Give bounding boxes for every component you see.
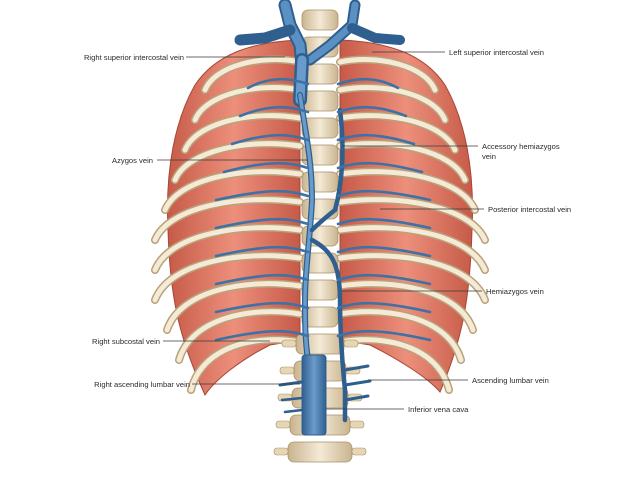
label-accessory-hemiazygos-line1: Accessory hemiazygos	[482, 142, 560, 151]
rib-left-2-highlight	[337, 85, 448, 123]
transverse-process-left-17	[351, 447, 367, 456]
posterior-intercostal-vein-left-2	[336, 105, 408, 118]
transverse-process-right-17	[273, 447, 289, 456]
posterior-intercostal-vein-right-1	[246, 77, 310, 90]
transverse-process-right-13	[281, 339, 297, 348]
posterior-intercostal-vein-left-9	[336, 301, 432, 314]
rib-left-4-highlight	[337, 141, 468, 183]
rib-right-8-highlight	[152, 253, 303, 303]
rib-left-1-highlight	[337, 57, 438, 93]
label-right-superior-intercostal-vein: Right superior intercostal vein	[84, 53, 184, 62]
posterior-intercostal-vein-right-6	[214, 217, 310, 230]
rib-left-7-highlight	[337, 225, 488, 273]
posterior-intercostal-vein-left-5	[336, 189, 432, 202]
transverse-process-left-16	[349, 420, 365, 429]
label-right-ascending-lumbar-vein: Right ascending lumbar vein	[94, 380, 190, 389]
label-hemiazygos-vein: Hemiazygos vein	[486, 287, 544, 296]
right-ascending-lumbar-vein	[278, 380, 304, 387]
posterior-intercostal-vein-left-4	[336, 161, 424, 174]
posterior-intercostal-vein-left-7	[336, 245, 432, 258]
vertebra-5	[301, 117, 339, 139]
inferior-vena-cava	[301, 354, 327, 436]
rib-right-2-highlight	[192, 85, 303, 123]
vertebra-4	[301, 90, 339, 112]
posterior-intercostal-vein-left-8	[336, 273, 432, 286]
label-left-superior-intercostal-vein: Left superior intercostal vein	[449, 48, 544, 57]
posterior-intercostal-vein-left-3	[336, 133, 416, 146]
rib-left-3-highlight	[337, 113, 458, 153]
hemiazygos-vein	[309, 237, 348, 423]
rib-right-4-highlight	[172, 141, 303, 183]
rib-right-5-highlight	[162, 169, 303, 213]
lumbar-branch-right	[280, 396, 304, 414]
rib-right-9-highlight	[164, 281, 303, 333]
vertebra-7	[301, 171, 339, 193]
ascending-lumbar-vein-left	[343, 364, 372, 402]
posterior-intercostal-vein-left-10	[336, 329, 432, 342]
left-brachiocephalic-vein-fill	[306, 1, 359, 64]
posterior-intercostal-vein-right-5	[214, 189, 310, 202]
rib-left-5-highlight	[337, 169, 478, 213]
ribs	[151, 55, 489, 394]
annotation-labels: Right superior intercostal vein Azygos v…	[84, 48, 571, 414]
posterior-intercostal-vein-left-1	[336, 77, 400, 90]
rib-left-9-highlight	[337, 281, 476, 333]
rib-left-8-highlight	[337, 253, 488, 303]
posterior-intercostal-vein-right-10	[214, 329, 310, 342]
posterior-intercostal-veins	[214, 77, 432, 342]
vertebra-17	[287, 441, 353, 463]
posterior-intercostal-vein-right-8	[214, 273, 310, 286]
posterior-intercostal-vein-right-2	[238, 105, 310, 118]
label-posterior-intercostal-vein: Posterior intercostal vein	[488, 205, 571, 214]
rib-right-6-highlight	[152, 197, 303, 243]
posterior-intercostal-vein-right-7	[214, 245, 310, 258]
left-subclavian-branch	[347, 23, 405, 45]
rib-right-1-highlight	[202, 57, 303, 93]
transverse-process-right-16	[275, 420, 291, 429]
rib-left-6-highlight	[337, 197, 488, 243]
label-ascending-lumbar-vein: Ascending lumbar vein	[472, 376, 549, 385]
posterior-intercostal-vein-left-6	[336, 217, 432, 230]
transverse-process-right-14	[279, 366, 295, 375]
right-subclavian-branch	[234, 24, 296, 46]
label-accessory-hemiazygos-line2: vein	[482, 152, 496, 161]
vertebra-1	[301, 9, 339, 31]
posterior-intercostal-vein-right-3	[230, 133, 310, 146]
posterior-intercostal-vein-right-9	[214, 301, 310, 314]
label-right-subcostal-vein: Right subcostal vein	[92, 337, 160, 346]
transverse-process-left-13	[343, 339, 359, 348]
rib-right-3-highlight	[182, 113, 303, 153]
rib-right-10-highlight	[176, 309, 303, 363]
label-azygos-vein: Azygos vein	[112, 156, 153, 165]
vertebra-8	[301, 198, 339, 220]
label-inferior-vena-cava: Inferior vena cava	[408, 405, 469, 414]
rib-right-7-highlight	[152, 225, 303, 273]
vertebra-10	[301, 252, 339, 274]
rib-left-10-highlight	[337, 309, 464, 363]
posterior-intercostal-vein-right-4	[222, 161, 310, 174]
